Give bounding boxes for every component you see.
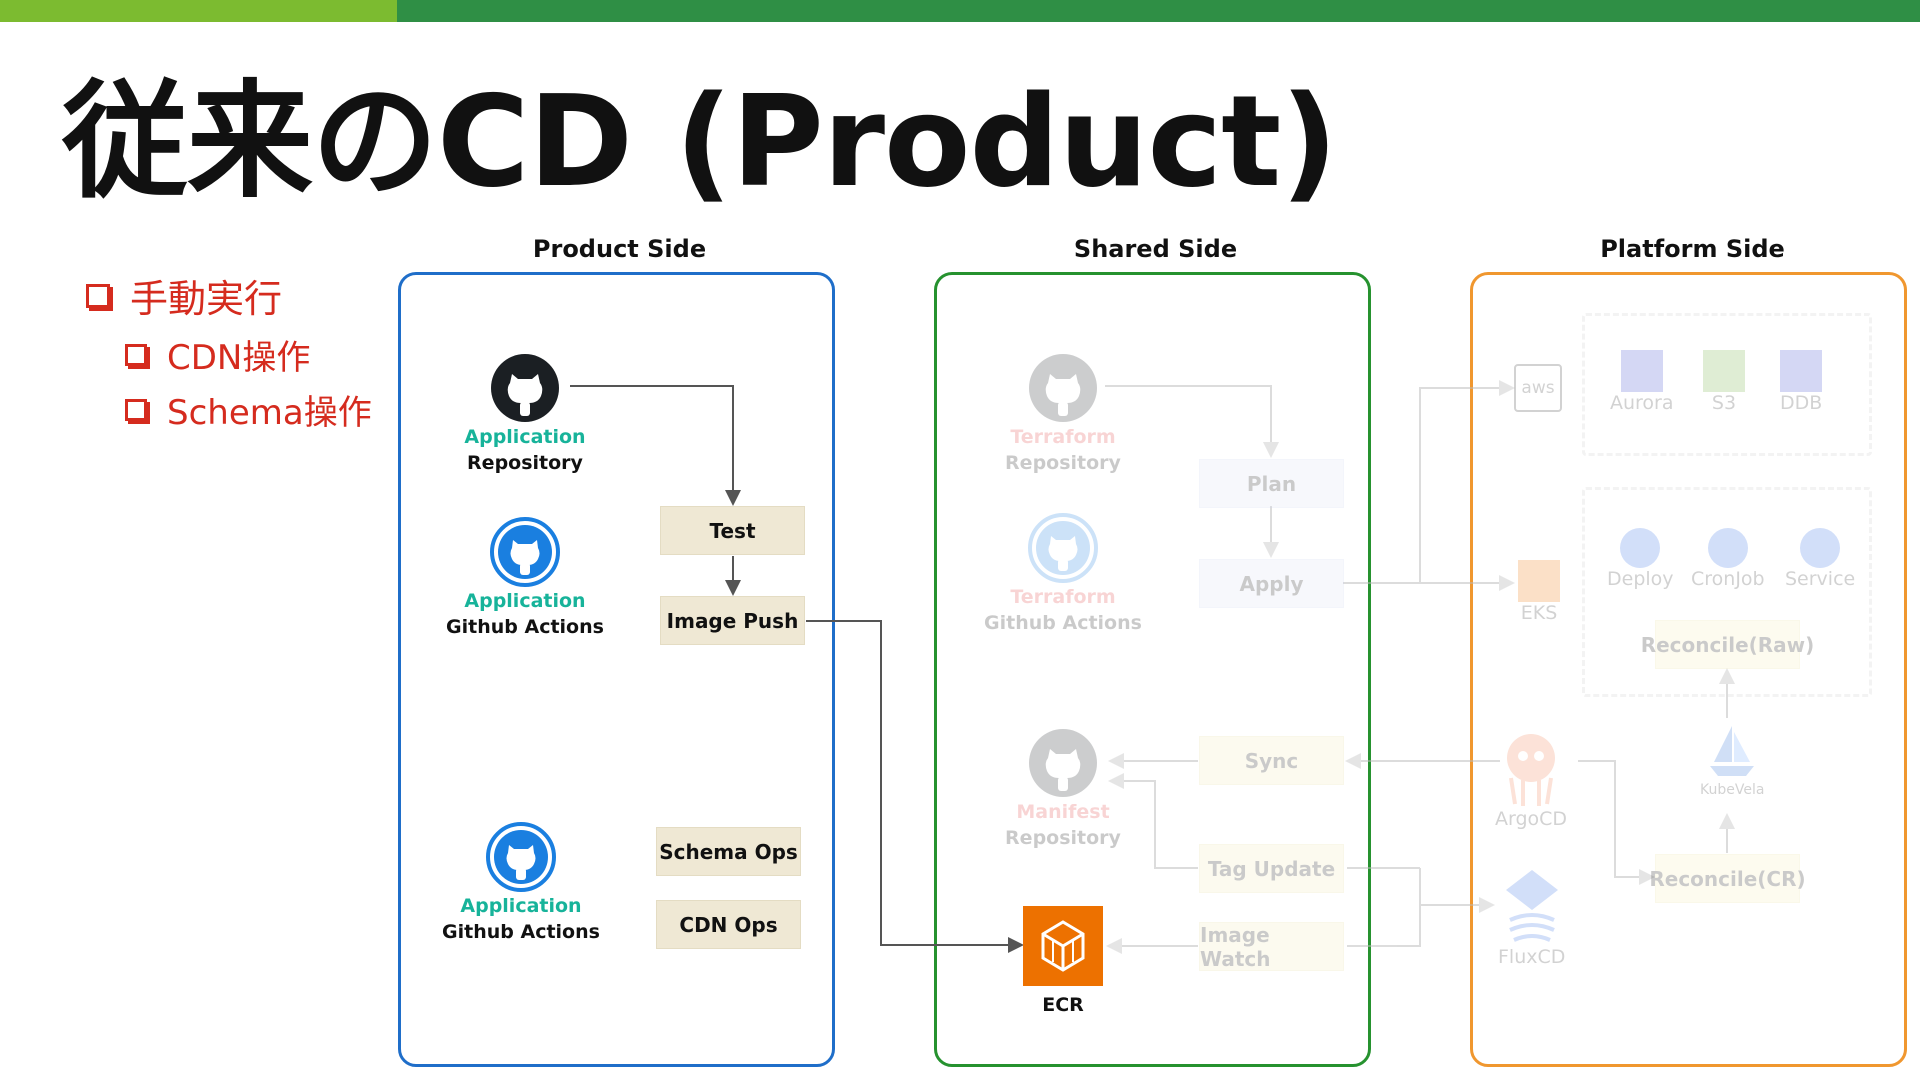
bullet-manual-exec: 手動実行 <box>86 268 282 323</box>
node-label-bottom: Repository <box>1005 452 1121 474</box>
eks-node: EKS <box>1518 560 1560 624</box>
aws-node: aws <box>1514 364 1562 412</box>
step-cdn-ops: CDN Ops <box>656 900 801 949</box>
node-label: ECR <box>1042 994 1084 1016</box>
github-actions-icon <box>1028 513 1098 583</box>
checkbox-icon <box>125 398 147 421</box>
eks-resources-group <box>1582 487 1872 697</box>
platform-side-panel <box>1470 272 1907 1067</box>
slide-title: 従来のCD (Product) <box>62 68 1338 215</box>
edge-push-to-ecr <box>806 620 1024 953</box>
argocd-node: ArgoCD <box>1495 728 1567 830</box>
s3-icon <box>1703 350 1745 392</box>
s3-node: S3 <box>1703 350 1745 414</box>
step-image-push: Image Push <box>660 596 805 645</box>
step-apply: Apply <box>1199 559 1344 608</box>
step-tag-update: Tag Update <box>1199 844 1344 893</box>
argocd-icon <box>1507 734 1556 806</box>
aurora-node: Aurora <box>1610 350 1674 414</box>
node-label-bottom: Repository <box>1005 827 1121 849</box>
eks-icon <box>1518 560 1560 602</box>
node-label-bottom: Github Actions <box>984 612 1142 634</box>
terraform-actions-node: Terraform Github Actions <box>963 512 1163 636</box>
step-reconcile-cr: Reconcile(CR) <box>1649 854 1806 903</box>
edge-flux-branch <box>1347 868 1421 947</box>
service-label: Aurora <box>1610 392 1674 414</box>
edge-tagupdate-to-manifest <box>1108 773 1198 869</box>
service-label: ArgoCD <box>1495 808 1568 830</box>
app-repository-node: Application Repository <box>425 352 625 476</box>
service-label: EKS <box>1520 602 1558 624</box>
cronjob-node: CronJob <box>1691 528 1765 590</box>
top-accent-bar-light <box>0 0 397 22</box>
fluxcd-node: FluxCD <box>1498 866 1565 968</box>
service-label: FluxCD <box>1498 946 1566 968</box>
checkbox-icon <box>86 283 110 308</box>
node-label-bottom: Github Actions <box>446 616 604 638</box>
bullet-label: 手動実行 <box>130 277 283 321</box>
deploy-node: Deploy <box>1607 528 1674 590</box>
app-actions-node-2: Application Github Actions <box>421 821 621 945</box>
node-label-top: Application <box>464 590 586 612</box>
edge-argocd-to-reconcile-cr <box>1578 760 1655 885</box>
node-label-top: Application <box>464 426 586 448</box>
aws-services-group <box>1582 313 1872 456</box>
kubevela-icon <box>1710 726 1755 776</box>
bullet-label: CDN操作 <box>167 338 311 378</box>
node-label-top: Terraform <box>1010 426 1116 448</box>
service-label: CronJob <box>1691 568 1765 590</box>
edge-tf-to-plan <box>1105 385 1279 458</box>
terraform-repository-node: Terraform Repository <box>963 352 1163 476</box>
product-side-panel <box>398 272 835 1067</box>
github-actions-icon <box>490 517 560 587</box>
node-label-bottom: Repository <box>467 452 583 474</box>
aurora-icon <box>1620 350 1663 392</box>
ddb-icon <box>1780 350 1823 392</box>
service-node: Service <box>1785 528 1855 590</box>
node-label-top: Terraform <box>1010 586 1116 608</box>
kubernetes-icon <box>1620 528 1661 568</box>
product-side-title: Product Side <box>532 235 707 263</box>
service-label: DDB <box>1780 392 1823 414</box>
shared-side-title: Shared Side <box>1073 235 1238 263</box>
ecr-icon <box>1023 906 1103 986</box>
service-label: Service <box>1785 568 1856 590</box>
step-image-watch: Image Watch <box>1199 922 1344 971</box>
ecr-node: ECR <box>963 906 1163 1018</box>
kubernetes-icon <box>1707 528 1748 568</box>
aws-icon: aws <box>1514 364 1562 412</box>
kubevela-node: KubeVela <box>1700 722 1764 798</box>
step-reconcile-raw: Reconcile(Raw) <box>1641 620 1814 669</box>
ddb-node: DDB <box>1780 350 1822 414</box>
service-label: Deploy <box>1607 568 1674 590</box>
step-sync: Sync <box>1199 736 1344 785</box>
node-label-bottom: Github Actions <box>442 921 600 943</box>
bullet-cdn-ops: CDN操作 <box>125 330 310 379</box>
kubernetes-icon <box>1800 528 1841 568</box>
github-icon <box>1029 729 1097 797</box>
github-icon <box>491 354 559 422</box>
service-label: S3 <box>1711 392 1737 414</box>
bullet-label: Schema操作 <box>167 393 372 433</box>
step-schema-ops: Schema Ops <box>656 827 801 876</box>
shared-side-panel <box>934 272 1371 1067</box>
github-icon <box>1029 354 1097 422</box>
manifest-repository-node: Manifest Repository <box>963 727 1163 851</box>
bullet-schema-ops: Schema操作 <box>125 385 372 434</box>
platform-side-title: Platform Side <box>1600 235 1785 263</box>
node-label-top: Manifest <box>1016 801 1110 823</box>
node-label-top: Application <box>460 895 582 917</box>
edge-apply-to-aws <box>1343 380 1515 584</box>
app-actions-node-1: Application Github Actions <box>425 516 625 640</box>
step-test: Test <box>660 506 805 555</box>
top-accent-bar-dark <box>397 0 1920 22</box>
edge-repo-to-test <box>570 385 741 506</box>
checkbox-icon <box>125 343 147 366</box>
service-label: KubeVela <box>1700 782 1765 798</box>
github-actions-icon <box>486 822 556 892</box>
fluxcd-icon <box>1505 870 1558 942</box>
step-plan: Plan <box>1199 459 1344 508</box>
